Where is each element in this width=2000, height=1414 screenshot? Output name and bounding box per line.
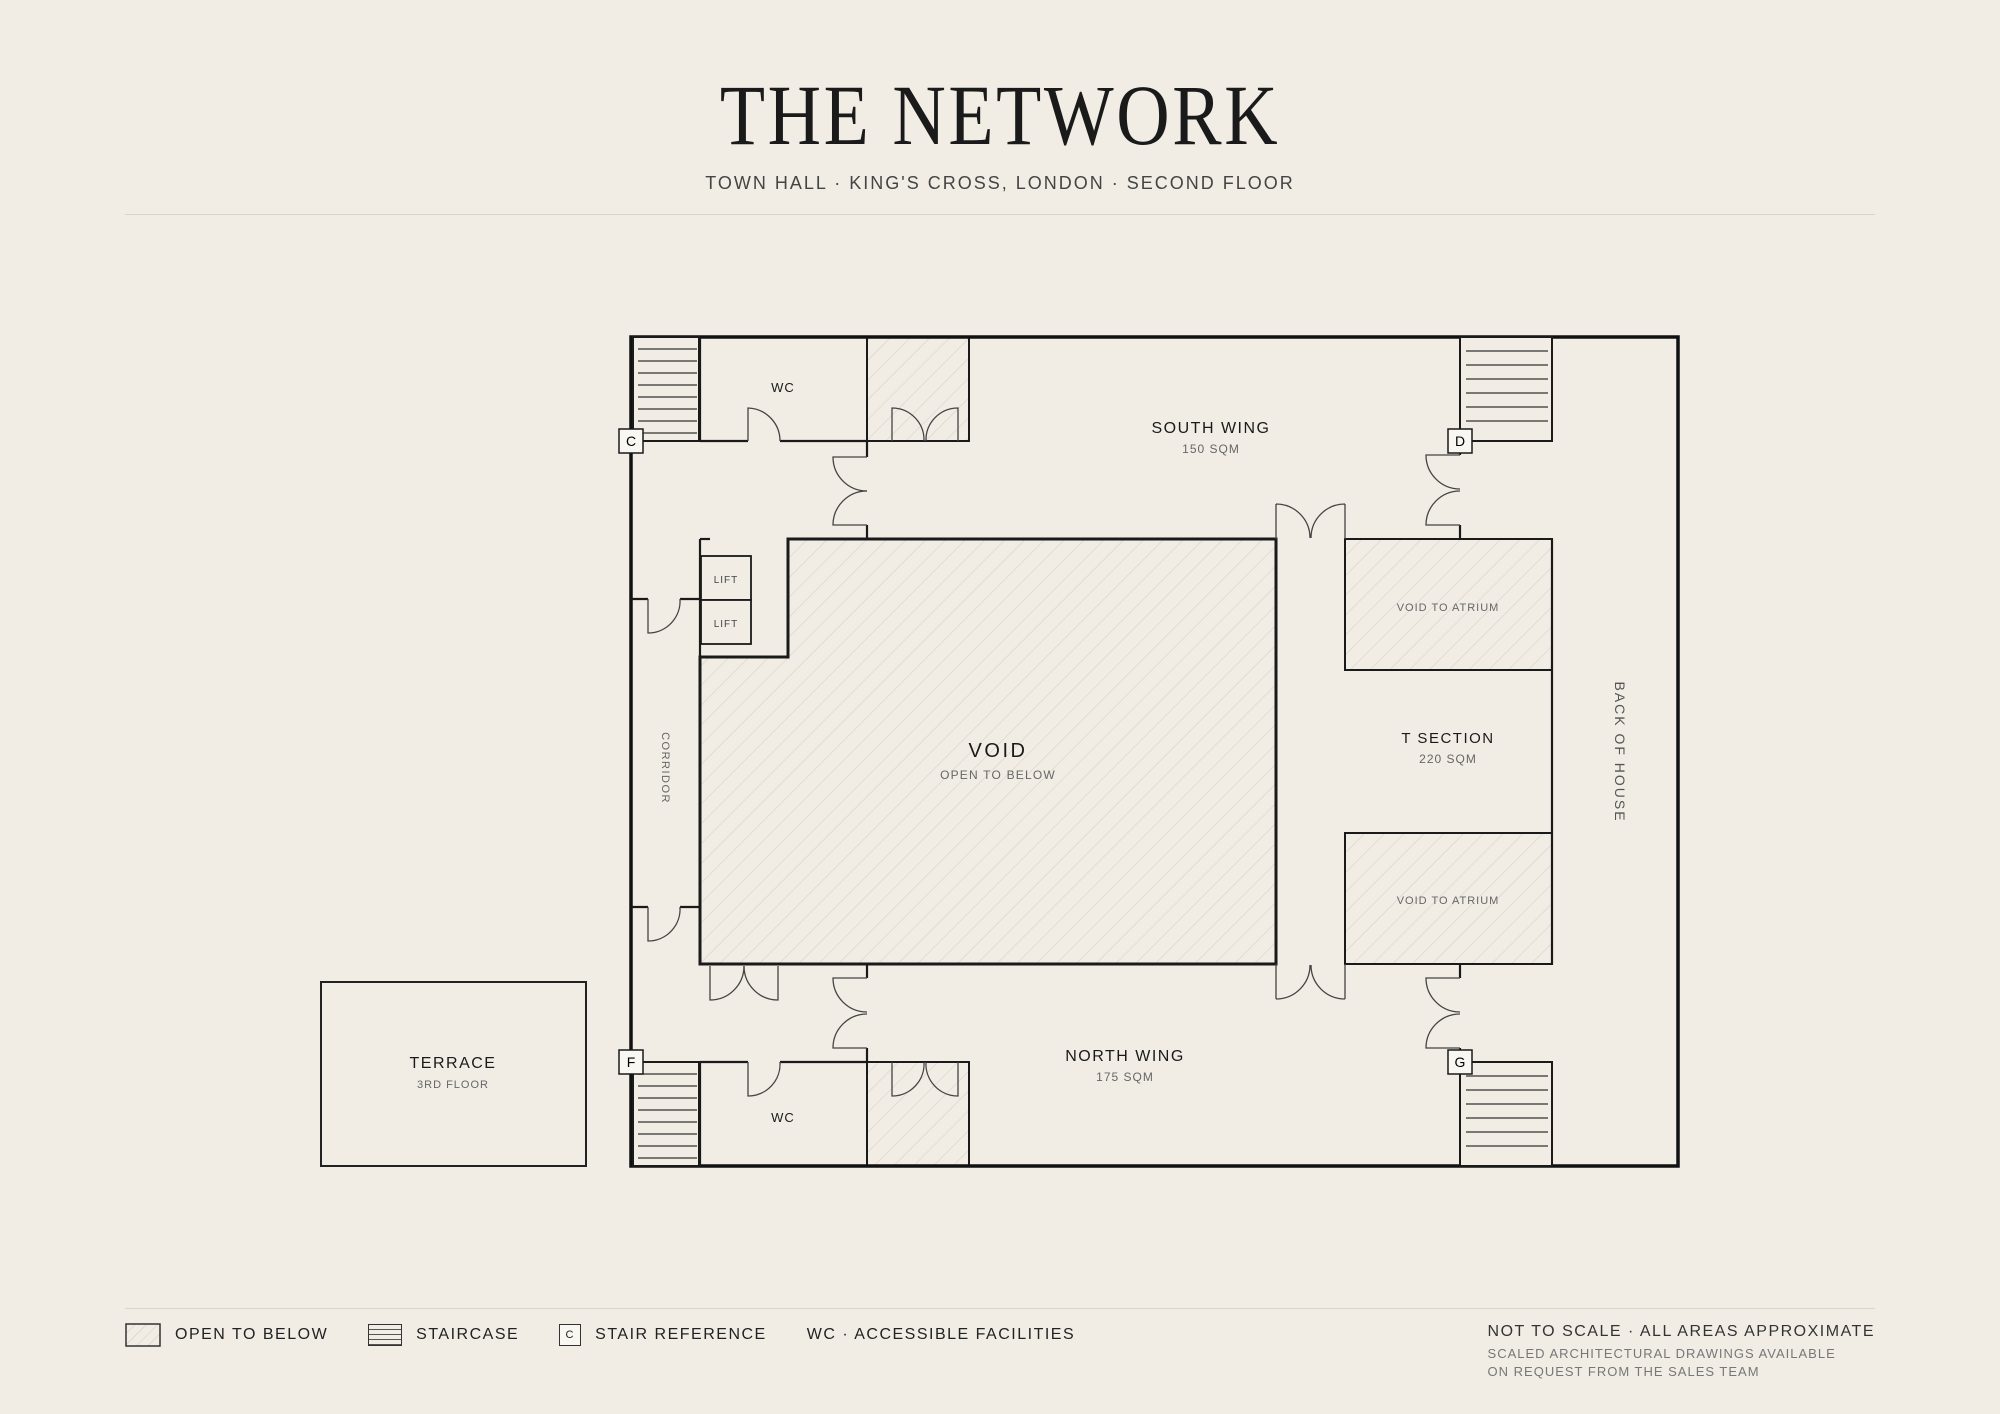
svg-text:G: G (1455, 1054, 1466, 1070)
hatched-store-top (866, 336, 970, 442)
lifts (700, 555, 752, 645)
stair-ref-f: F (618, 1049, 644, 1075)
page-subtitle: TOWN HALL · KING'S CROSS, LONDON · SECON… (705, 173, 1295, 193)
legend-staircase: STAIRCASE (368, 1324, 519, 1346)
stair-ref-c: C (618, 428, 644, 454)
staircase-swatch-icon (368, 1324, 403, 1346)
north-wing-area: 175 SQM (1096, 1070, 1154, 1084)
header-divider (125, 214, 1875, 215)
t-section-label: T SECTION (1401, 730, 1494, 747)
void-note: OPEN TO BELOW (940, 768, 1056, 782)
staircase-d (1459, 336, 1553, 442)
stair-ref-swatch-icon: C (559, 1324, 582, 1346)
wc-bottom-label: WC (771, 1110, 795, 1125)
footer-divider (125, 1308, 1875, 1309)
void-label: VOID (969, 740, 1028, 762)
outer-wall (629, 335, 1680, 1168)
hatched-store-bottom (866, 1061, 970, 1167)
staircase-c (632, 336, 700, 442)
south-wing-label: SOUTH WING (1152, 420, 1271, 437)
scale-note-heading: NOT TO SCALE · ALL AREAS APPROXIMATE (1487, 1323, 1875, 1340)
staircase-g (1459, 1061, 1553, 1167)
lift-1-label: LIFT (714, 575, 739, 586)
void-to-atrium-bottom-area (1344, 832, 1553, 965)
stair-ref-g: G (1447, 1049, 1473, 1075)
legend-open-to-below: OPEN TO BELOW (125, 1323, 328, 1347)
south-wing-area: 150 SQM (1182, 442, 1240, 456)
doors (647, 407, 1461, 1097)
void-to-atrium-top-label: VOID TO ATRIUM (1397, 602, 1500, 614)
legend-wc: WC · ACCESSIBLE FACILITIES (807, 1326, 1075, 1344)
legend: OPEN TO BELOW STAIRCASE C STAIR REFERENC… (125, 1323, 1115, 1347)
terrace-outline (320, 981, 587, 1167)
legend-staircase-label: STAIRCASE (416, 1326, 520, 1343)
legend-open-to-below-label: OPEN TO BELOW (175, 1326, 329, 1343)
void-to-atrium-bottom-label: VOID TO ATRIUM (1397, 895, 1500, 907)
terrace-note: 3RD FLOOR (417, 1079, 489, 1091)
legend-stair-reference-label: STAIR REFERENCE (595, 1326, 767, 1343)
terrace-label: TERRACE (410, 1055, 497, 1072)
svg-text:F: F (627, 1054, 636, 1070)
wc-top-label: WC (771, 380, 795, 395)
svg-text:D: D (1455, 433, 1465, 449)
staircase-f (632, 1061, 700, 1167)
back-of-house-label: BACK OF HOUSE (1612, 681, 1628, 822)
stair-ref-d: D (1447, 428, 1473, 454)
scale-note-line-1: SCALED ARCHITECTURAL DRAWINGS AVAILABLE (1487, 1346, 1836, 1361)
scale-note-line-2: ON REQUEST FROM THE SALES TEAM (1487, 1363, 1760, 1379)
north-wing-label: NORTH WING (1065, 1048, 1185, 1065)
page-title: THE NETWORK (719, 67, 1281, 163)
interior-walls (631, 337, 1554, 1166)
svg-text:C: C (626, 433, 636, 449)
corridor-label: CORRIDOR (659, 732, 671, 804)
t-section-area: 220 SQM (1419, 752, 1477, 766)
legend-stair-reference: C STAIR REFERENCE (559, 1324, 767, 1346)
lift-2-label: LIFT (714, 619, 739, 630)
hatch-swatch-icon (125, 1323, 161, 1347)
legend-wc-label: WC · ACCESSIBLE FACILITIES (806, 1326, 1076, 1343)
scale-note: NOT TO SCALE · ALL AREAS APPROXIMATE SCA… (1488, 1323, 1875, 1379)
